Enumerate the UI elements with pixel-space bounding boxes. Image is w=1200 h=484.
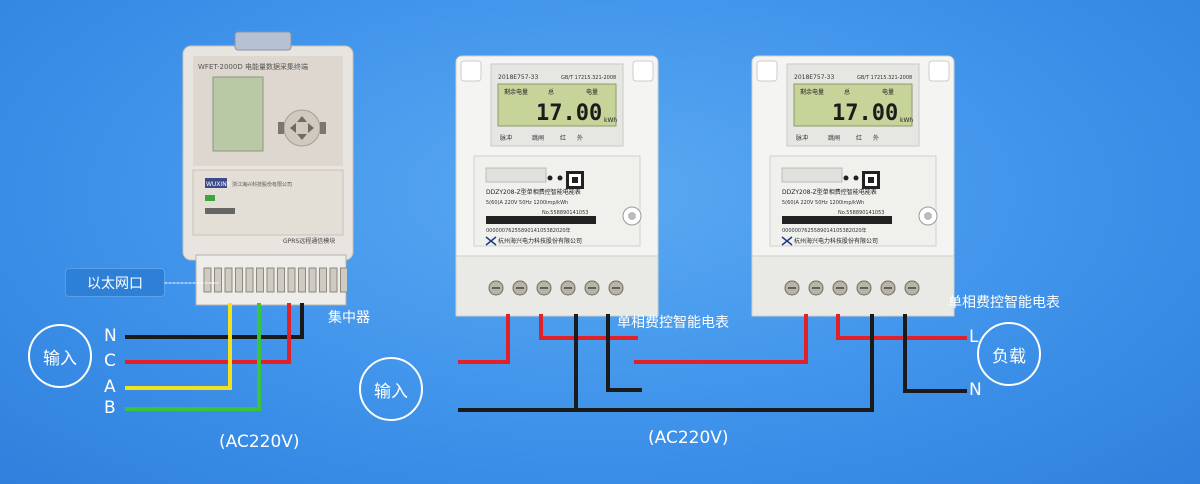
meter-lcd [497,83,617,127]
meter-cert-text: 2018E757-33 [794,74,834,81]
indicator-label: 红 [560,134,566,142]
meter-barcode-number: 0000007625589014105382020年 [486,227,571,234]
ethernet-port-label: 以太网口 [66,269,164,296]
meter-spec-text: 5(60)A 220V 50Hz 1200imp/kWh [782,200,864,206]
terminal-slot [245,267,254,293]
terminal-slot [203,267,212,293]
wire-label-b: B [104,398,116,418]
meter-spec-text: 5(60)A 220V 50Hz 1200imp/kWh [486,200,568,206]
meter-cert-text: 2018E757-33 [498,74,538,81]
wire-meter1-live-in [458,314,510,364]
concentrator-device: WFET-2000D 电能量数据采集终端 WUXINY 浙江海兴科技股份有限公司… [182,31,354,306]
company-logo-icon [781,236,793,246]
barcode [782,216,892,224]
meter1-label: 单相费控智能电表 [617,315,729,331]
meter-standard-text: GB/T 17215.321-2008 [561,75,616,81]
meter-model-text: DDZY208-Z型单相费控智能电能表 [486,188,581,196]
meter-model-text: DDZY208-Z型单相费控智能电能表 [782,188,877,196]
meter-reading: 17.00 [832,101,898,126]
arrow-keys-icon [290,116,314,140]
meter-unit: kWh [900,117,913,124]
terminal-slot [214,267,222,293]
terminal-slot [308,267,317,293]
wire-label-a: A [104,377,116,397]
company-logo-icon [485,236,497,246]
load-circle: 负载 [977,322,1041,386]
input-mid-circle: 输入 [359,357,423,421]
keypad [283,109,321,147]
meter-reading: 17.00 [536,101,602,126]
meter-unit: kWh [604,117,617,124]
terminal-slot [298,267,306,293]
wire-label-n-out: N [969,380,982,400]
terminal-slot [266,267,275,293]
ac-voltage-left: (AC220V) [219,432,300,452]
concentrator-model-text: WFET-2000D 电能量数据采集终端 [198,62,308,71]
lcd-label: 电量 [586,88,598,96]
wire-meter2-live-out [836,314,967,340]
meter-lcd [793,83,913,127]
barcode [486,216,596,224]
indicator-label: 外 [577,134,583,142]
wire-meter1-live-out [539,314,638,340]
wire-c-left [125,303,291,364]
indicator-label: 外 [873,134,879,142]
terminal-slot [287,267,296,293]
lcd-label: 总 [548,88,554,96]
lcd-label: 电量 [882,88,894,96]
wire-label-l-out: L [969,327,979,347]
meter-serial-text: No.558890141053 [542,210,588,216]
terminal-slot [340,267,348,293]
wire-label-n: N [104,326,117,346]
seal-clip [234,31,292,51]
lcd-label: 剩余电量 [504,88,528,96]
terminal-slot [329,267,338,293]
wire-a-left [125,303,232,390]
lcd-label: 剩余电量 [800,88,824,96]
terminal-slot [277,267,285,293]
meter-serial-text: No.558890141053 [838,210,884,216]
smart-meter-2: 2018E757-33 GB/T 17215.321-2008 剩余电量 总 电… [751,55,955,317]
smart-meter-1: 2018E757-33 GB/T 17215.321-2008 剩余电量 总 电… [455,55,659,317]
indicator-label: 红 [856,134,862,142]
meter2-label: 单相费控智能电表 [948,295,1060,311]
terminal-slot [256,267,264,293]
wire-label-c: C [104,351,116,371]
terminal-slot [235,267,243,293]
wire-b-left [125,303,261,411]
terminal-slot [224,267,233,293]
wire-meter2-neutral-out [903,314,967,393]
meter-company-text: 杭州海兴电力科技股份有限公司 [794,237,878,245]
concentrator-label: 集中器 [328,310,370,326]
wire-n-left [125,303,304,339]
wire-meter2-live-in [634,314,808,364]
ac-voltage-right: (AC220V) [648,428,729,448]
wire-meter1-neutral-out [606,314,642,392]
indicator-label: 跳闸 [532,134,544,142]
brand-logo [205,178,227,188]
concentrator-lcd [212,76,264,152]
indicator-label: 脉冲 [796,134,808,142]
meter-standard-text: GB/T 17215.321-2008 [857,75,912,81]
terminal-slot [319,267,327,293]
concentrator-company-text: 浙江海兴科技股份有限公司 [232,181,292,188]
brand-text: WUXINY [206,181,231,188]
wires [125,282,967,412]
module-text: GPRS远程通信模块 [283,237,335,245]
lcd-label: 总 [844,88,850,96]
meter-barcode-number: 0000007625589014105382020年 [782,227,867,234]
indicator-label: 脉冲 [500,134,512,142]
meter-company-text: 杭州海兴电力科技股份有限公司 [498,237,582,245]
input-left-circle: 输入 [28,324,92,388]
indicator-label: 跳闸 [828,134,840,142]
